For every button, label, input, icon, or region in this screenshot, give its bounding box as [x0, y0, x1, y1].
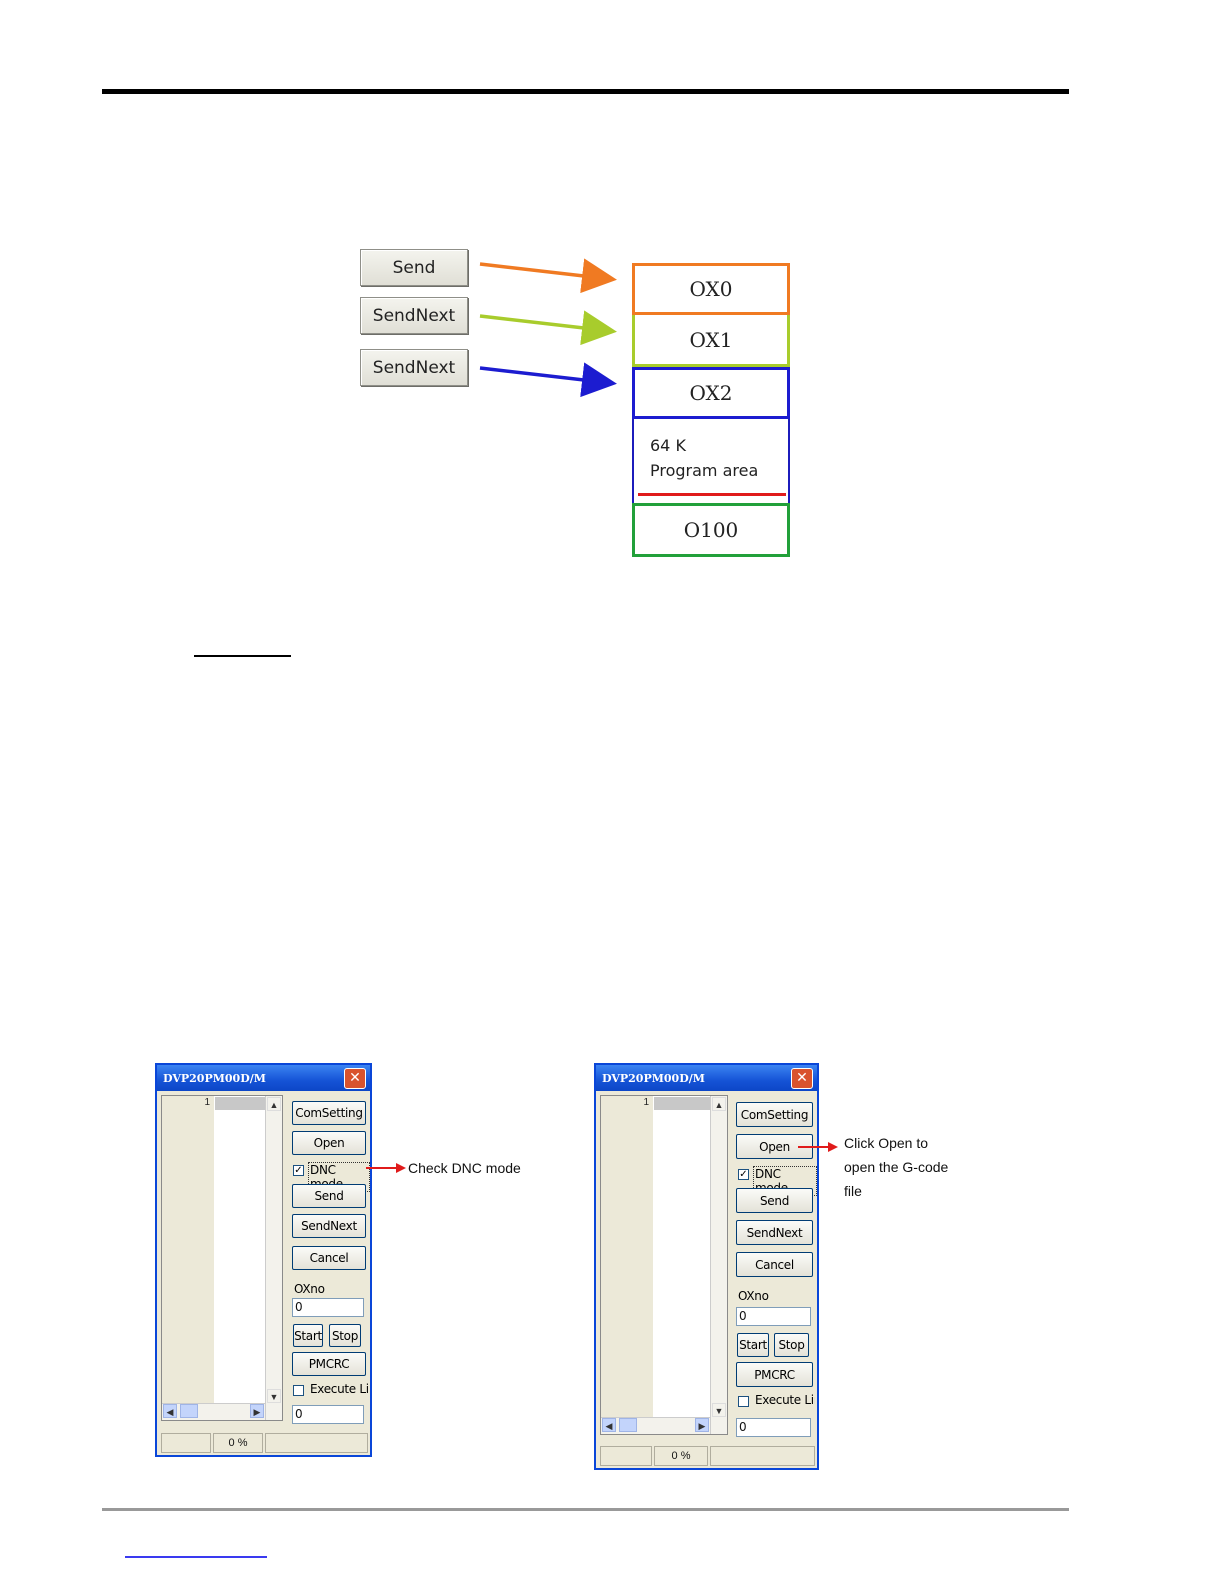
scroll-up-icon[interactable]: ▲ [267, 1097, 281, 1111]
annotation-arrow-right [798, 1142, 838, 1152]
status-panel-left [161, 1433, 211, 1453]
oxno-label: OXno [294, 1282, 325, 1296]
memory-block-ox0: OX0 [632, 263, 790, 315]
cancel-button[interactable]: Cancel [736, 1252, 813, 1277]
memory-block-ox1: OX1 [632, 315, 790, 367]
scroll-thumb[interactable] [180, 1404, 198, 1418]
cancel-button[interactable]: Cancel [292, 1246, 366, 1270]
stop-button[interactable]: Stop [329, 1324, 361, 1347]
memory-block-ox2: OX2 [632, 367, 790, 419]
send-button[interactable]: Send [292, 1184, 366, 1208]
oxno-label: OXno [738, 1289, 769, 1303]
footer-link-underline [125, 1556, 267, 1558]
diagram-arrows [479, 258, 617, 398]
line-number-gutter: 1 [601, 1096, 653, 1434]
execute-line-input[interactable]: 0 [736, 1418, 811, 1437]
scroll-up-icon[interactable]: ▲ [712, 1097, 726, 1111]
start-button[interactable]: Start [293, 1324, 323, 1347]
current-line-highlight [654, 1097, 710, 1110]
pmcrc-button[interactable]: PMCRC [736, 1362, 813, 1387]
dnc-mode-checkbox[interactable]: ✓ [738, 1169, 749, 1180]
horizontal-scrollbar[interactable]: ◀ ▶ [162, 1403, 265, 1420]
close-icon[interactable]: ✕ [791, 1068, 813, 1089]
annotation-arrow-left [366, 1163, 406, 1173]
line-number: 1 [643, 1097, 649, 1108]
execute-line-label: Execute Line [755, 1393, 815, 1407]
oxno-input[interactable]: 0 [736, 1307, 811, 1326]
execute-line-checkbox[interactable] [293, 1385, 304, 1396]
execute-line-checkbox[interactable] [738, 1396, 749, 1407]
program-area-divider [638, 493, 786, 496]
start-button[interactable]: Start [737, 1333, 769, 1357]
comsetting-button[interactable]: ComSetting [292, 1101, 366, 1125]
scroll-right-icon[interactable]: ▶ [250, 1404, 264, 1418]
execute-line-input[interactable]: 0 [292, 1405, 364, 1424]
program-area-size: 64 K [650, 436, 686, 455]
dialog-title-bar: DVP20PM00D/M ✕ [596, 1065, 817, 1091]
line-number: 1 [204, 1097, 210, 1108]
dialog-title-bar: DVP20PM00D/M ✕ [157, 1065, 370, 1091]
diagram-send-button: Send [360, 249, 468, 286]
oxno-input[interactable]: 0 [292, 1298, 364, 1317]
arrow-sendnext-to-ox1 [479, 310, 617, 346]
sendnext-button[interactable]: SendNext [736, 1220, 813, 1245]
arrow-sendnext-to-ox2 [479, 362, 617, 398]
scroll-down-icon[interactable]: ▼ [267, 1389, 281, 1403]
section-heading-underline [194, 655, 291, 657]
status-panel-right [710, 1446, 815, 1466]
gcode-editor[interactable]: 1 ▲ ▼ ◀ ▶ [161, 1095, 283, 1421]
dialog-right: DVP20PM00D/M ✕ 1 ▲ ▼ ◀ ▶ ComSetting Open… [594, 1063, 819, 1470]
annotation-line-3: file [844, 1183, 862, 1199]
scroll-left-icon[interactable]: ◀ [163, 1404, 177, 1418]
diagram-sendnext-button-1: SendNext [360, 297, 468, 334]
comsetting-button[interactable]: ComSetting [736, 1102, 813, 1127]
program-area-label: Program area [650, 461, 759, 480]
status-panel-right [265, 1433, 368, 1453]
annotation-click-open: Click Open to open the G-code file [844, 1131, 948, 1203]
diagram-sendnext-button-2: SendNext [360, 349, 468, 386]
header-rule [102, 89, 1069, 94]
open-button[interactable]: Open [292, 1131, 366, 1155]
scroll-right-icon[interactable]: ▶ [695, 1418, 709, 1432]
dnc-mode-checkbox[interactable]: ✓ [293, 1165, 304, 1176]
scroll-down-icon[interactable]: ▼ [712, 1403, 726, 1417]
sendnext-button[interactable]: SendNext [292, 1214, 366, 1238]
send-button[interactable]: Send [736, 1188, 813, 1213]
vertical-scrollbar[interactable]: ▲ ▼ [265, 1096, 282, 1420]
status-panel-left [600, 1446, 652, 1466]
arrow-send-to-ox0 [479, 258, 617, 294]
vertical-scrollbar[interactable]: ▲ ▼ [710, 1096, 727, 1434]
scroll-thumb[interactable] [619, 1418, 637, 1432]
scroll-left-icon[interactable]: ◀ [602, 1418, 616, 1432]
dialog-title: DVP20PM00D/M [602, 1071, 705, 1085]
program-area-block: 64 K Program area [632, 419, 790, 503]
pmcrc-button[interactable]: PMCRC [292, 1352, 366, 1376]
line-number-gutter: 1 [162, 1096, 214, 1420]
close-icon[interactable]: ✕ [344, 1068, 366, 1089]
horizontal-scrollbar[interactable]: ◀ ▶ [601, 1417, 710, 1434]
execute-line-label: Execute Line [310, 1382, 368, 1396]
annotation-check-dnc: Check DNC mode [408, 1160, 521, 1176]
annotation-line-2: open the G-code [844, 1159, 949, 1175]
dialog-title: DVP20PM00D/M [163, 1071, 266, 1085]
stop-button[interactable]: Stop [774, 1333, 809, 1357]
annotation-line-1: Click Open to [844, 1135, 929, 1151]
footer-rule [102, 1508, 1069, 1511]
gcode-editor[interactable]: 1 ▲ ▼ ◀ ▶ [600, 1095, 728, 1435]
progress-indicator: 0 % [213, 1433, 263, 1453]
memory-block-o100: O100 [632, 503, 790, 557]
current-line-highlight [215, 1097, 267, 1110]
dialog-left: DVP20PM00D/M ✕ 1 ▲ ▼ ◀ ▶ ComSetting Open… [155, 1063, 372, 1457]
progress-indicator: 0 % [654, 1446, 708, 1466]
